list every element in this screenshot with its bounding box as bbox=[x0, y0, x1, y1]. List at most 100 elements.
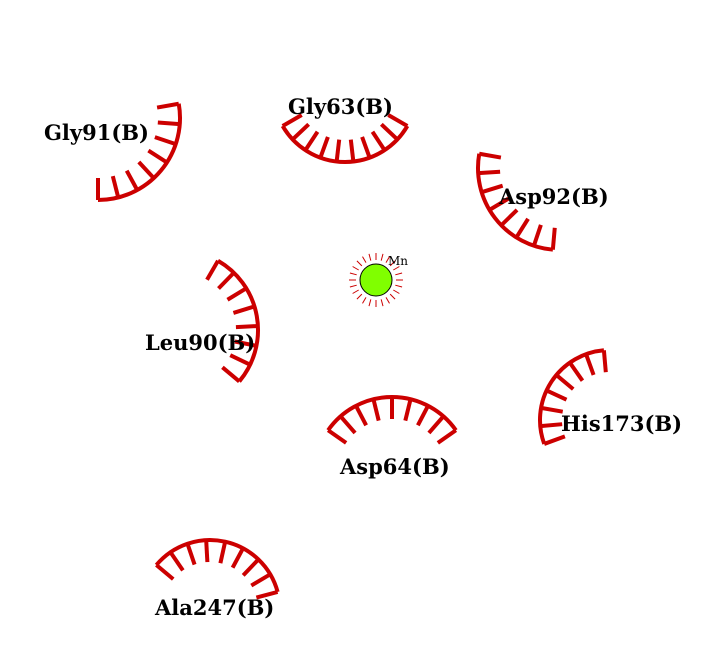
arc-spoke bbox=[234, 339, 257, 348]
halo-spoke bbox=[393, 289, 400, 294]
halo-spoke bbox=[389, 260, 396, 267]
arc-spoke bbox=[326, 428, 348, 445]
arc-spoke bbox=[124, 169, 139, 191]
halo-spoke bbox=[389, 293, 396, 300]
arc-spoke bbox=[110, 175, 121, 198]
arc-spoke bbox=[550, 227, 557, 250]
arc-spoke bbox=[221, 365, 241, 383]
arc-spoke bbox=[379, 122, 399, 141]
arc-spoke bbox=[568, 361, 585, 382]
halo-spoke bbox=[380, 299, 384, 307]
arc-spoke bbox=[601, 350, 608, 373]
arc-spoke bbox=[370, 130, 387, 152]
halo-spoke bbox=[349, 284, 357, 288]
halo-spoke bbox=[368, 299, 372, 307]
arc-spoke bbox=[360, 136, 372, 159]
arc-spoke bbox=[416, 404, 430, 427]
arc-his173 bbox=[538, 348, 608, 446]
arc-spoke bbox=[255, 589, 279, 600]
arc-spoke bbox=[488, 196, 510, 212]
arc-spoke bbox=[514, 217, 530, 239]
halo-spoke bbox=[362, 256, 367, 263]
arc-spoke bbox=[241, 558, 260, 577]
arc-spoke bbox=[334, 139, 342, 162]
arc-curve bbox=[154, 538, 280, 593]
arc-spoke bbox=[545, 388, 568, 402]
halo-spoke bbox=[362, 297, 367, 304]
arc-spoke bbox=[531, 224, 543, 247]
halo-spoke bbox=[385, 297, 390, 304]
arc-spoke bbox=[226, 286, 248, 302]
residue-label-asp92: Asp92(B) bbox=[498, 184, 609, 209]
arc-leu90 bbox=[205, 258, 260, 383]
halo-spoke bbox=[393, 266, 400, 271]
arc-spoke bbox=[291, 122, 311, 141]
arc-spoke bbox=[229, 353, 251, 367]
arc-spoke bbox=[354, 404, 368, 427]
arc-asp92 bbox=[476, 151, 557, 252]
arc-spoke bbox=[436, 428, 458, 445]
residue-label-leu90: Leu90(B) bbox=[145, 330, 255, 355]
arc-spoke bbox=[427, 415, 445, 435]
halo-spoke bbox=[395, 272, 403, 276]
metal-atom-label: Mn bbox=[388, 254, 408, 268]
arc-spoke bbox=[540, 405, 564, 414]
arc-asp64 bbox=[326, 395, 458, 445]
arc-spoke bbox=[156, 101, 180, 110]
arc-spoke bbox=[555, 373, 575, 391]
halo-spoke bbox=[368, 253, 372, 261]
arc-spoke bbox=[235, 324, 259, 330]
arc-spoke bbox=[185, 543, 197, 566]
arc-spoke bbox=[339, 415, 357, 435]
arc-spoke bbox=[478, 169, 501, 176]
arc-spoke bbox=[230, 547, 245, 569]
residue-label-ala247: Ala247(B) bbox=[154, 595, 274, 620]
halo-spoke bbox=[356, 260, 363, 267]
arc-spoke bbox=[371, 398, 381, 422]
residue-label-gly91: Gly91(B) bbox=[44, 120, 149, 145]
arc-spoke bbox=[218, 541, 228, 564]
halo-spoke bbox=[395, 284, 403, 288]
arc-spoke bbox=[250, 572, 272, 588]
arc-gly91 bbox=[96, 101, 182, 202]
arc-spoke bbox=[540, 422, 563, 429]
arc-spoke bbox=[348, 139, 356, 162]
arc-ala247 bbox=[154, 538, 280, 600]
metal-atom-icon bbox=[349, 253, 403, 307]
arc-curve bbox=[216, 258, 260, 383]
halo-spoke bbox=[385, 256, 390, 263]
arc-spoke bbox=[154, 135, 177, 147]
arc-spoke bbox=[137, 160, 156, 180]
arc-spoke bbox=[481, 183, 504, 195]
arc-spoke bbox=[584, 353, 596, 376]
halo-spoke bbox=[352, 266, 359, 271]
halo-spoke bbox=[352, 289, 359, 294]
arc-spoke bbox=[168, 551, 185, 572]
arc-spoke bbox=[281, 113, 303, 128]
arc-curve bbox=[280, 124, 410, 164]
arc-spoke bbox=[387, 113, 409, 128]
arc-spoke bbox=[205, 259, 220, 281]
arc-spoke bbox=[157, 120, 180, 127]
metal-halo bbox=[349, 253, 403, 307]
arc-spoke bbox=[232, 304, 256, 315]
arc-spoke bbox=[318, 136, 330, 159]
arc-spoke bbox=[403, 398, 413, 422]
arc-spoke bbox=[217, 271, 236, 290]
arc-gly63 bbox=[280, 113, 410, 164]
halo-spoke bbox=[380, 253, 384, 261]
halo-spoke bbox=[349, 272, 357, 276]
arc-spoke bbox=[543, 434, 566, 446]
arc-curve bbox=[97, 103, 182, 202]
arc-spoke bbox=[204, 539, 210, 563]
residue-label-asp64: Asp64(B) bbox=[339, 454, 450, 479]
metal-atom bbox=[359, 263, 393, 297]
residue-label-gly63: Gly63(B) bbox=[288, 94, 393, 119]
halo-spoke bbox=[356, 293, 363, 300]
residue-label-his173: His173(B) bbox=[561, 411, 682, 436]
arc-spoke bbox=[147, 148, 168, 165]
arc-spoke bbox=[155, 563, 175, 581]
arc-spoke bbox=[499, 208, 519, 227]
arc-spoke bbox=[478, 151, 502, 160]
